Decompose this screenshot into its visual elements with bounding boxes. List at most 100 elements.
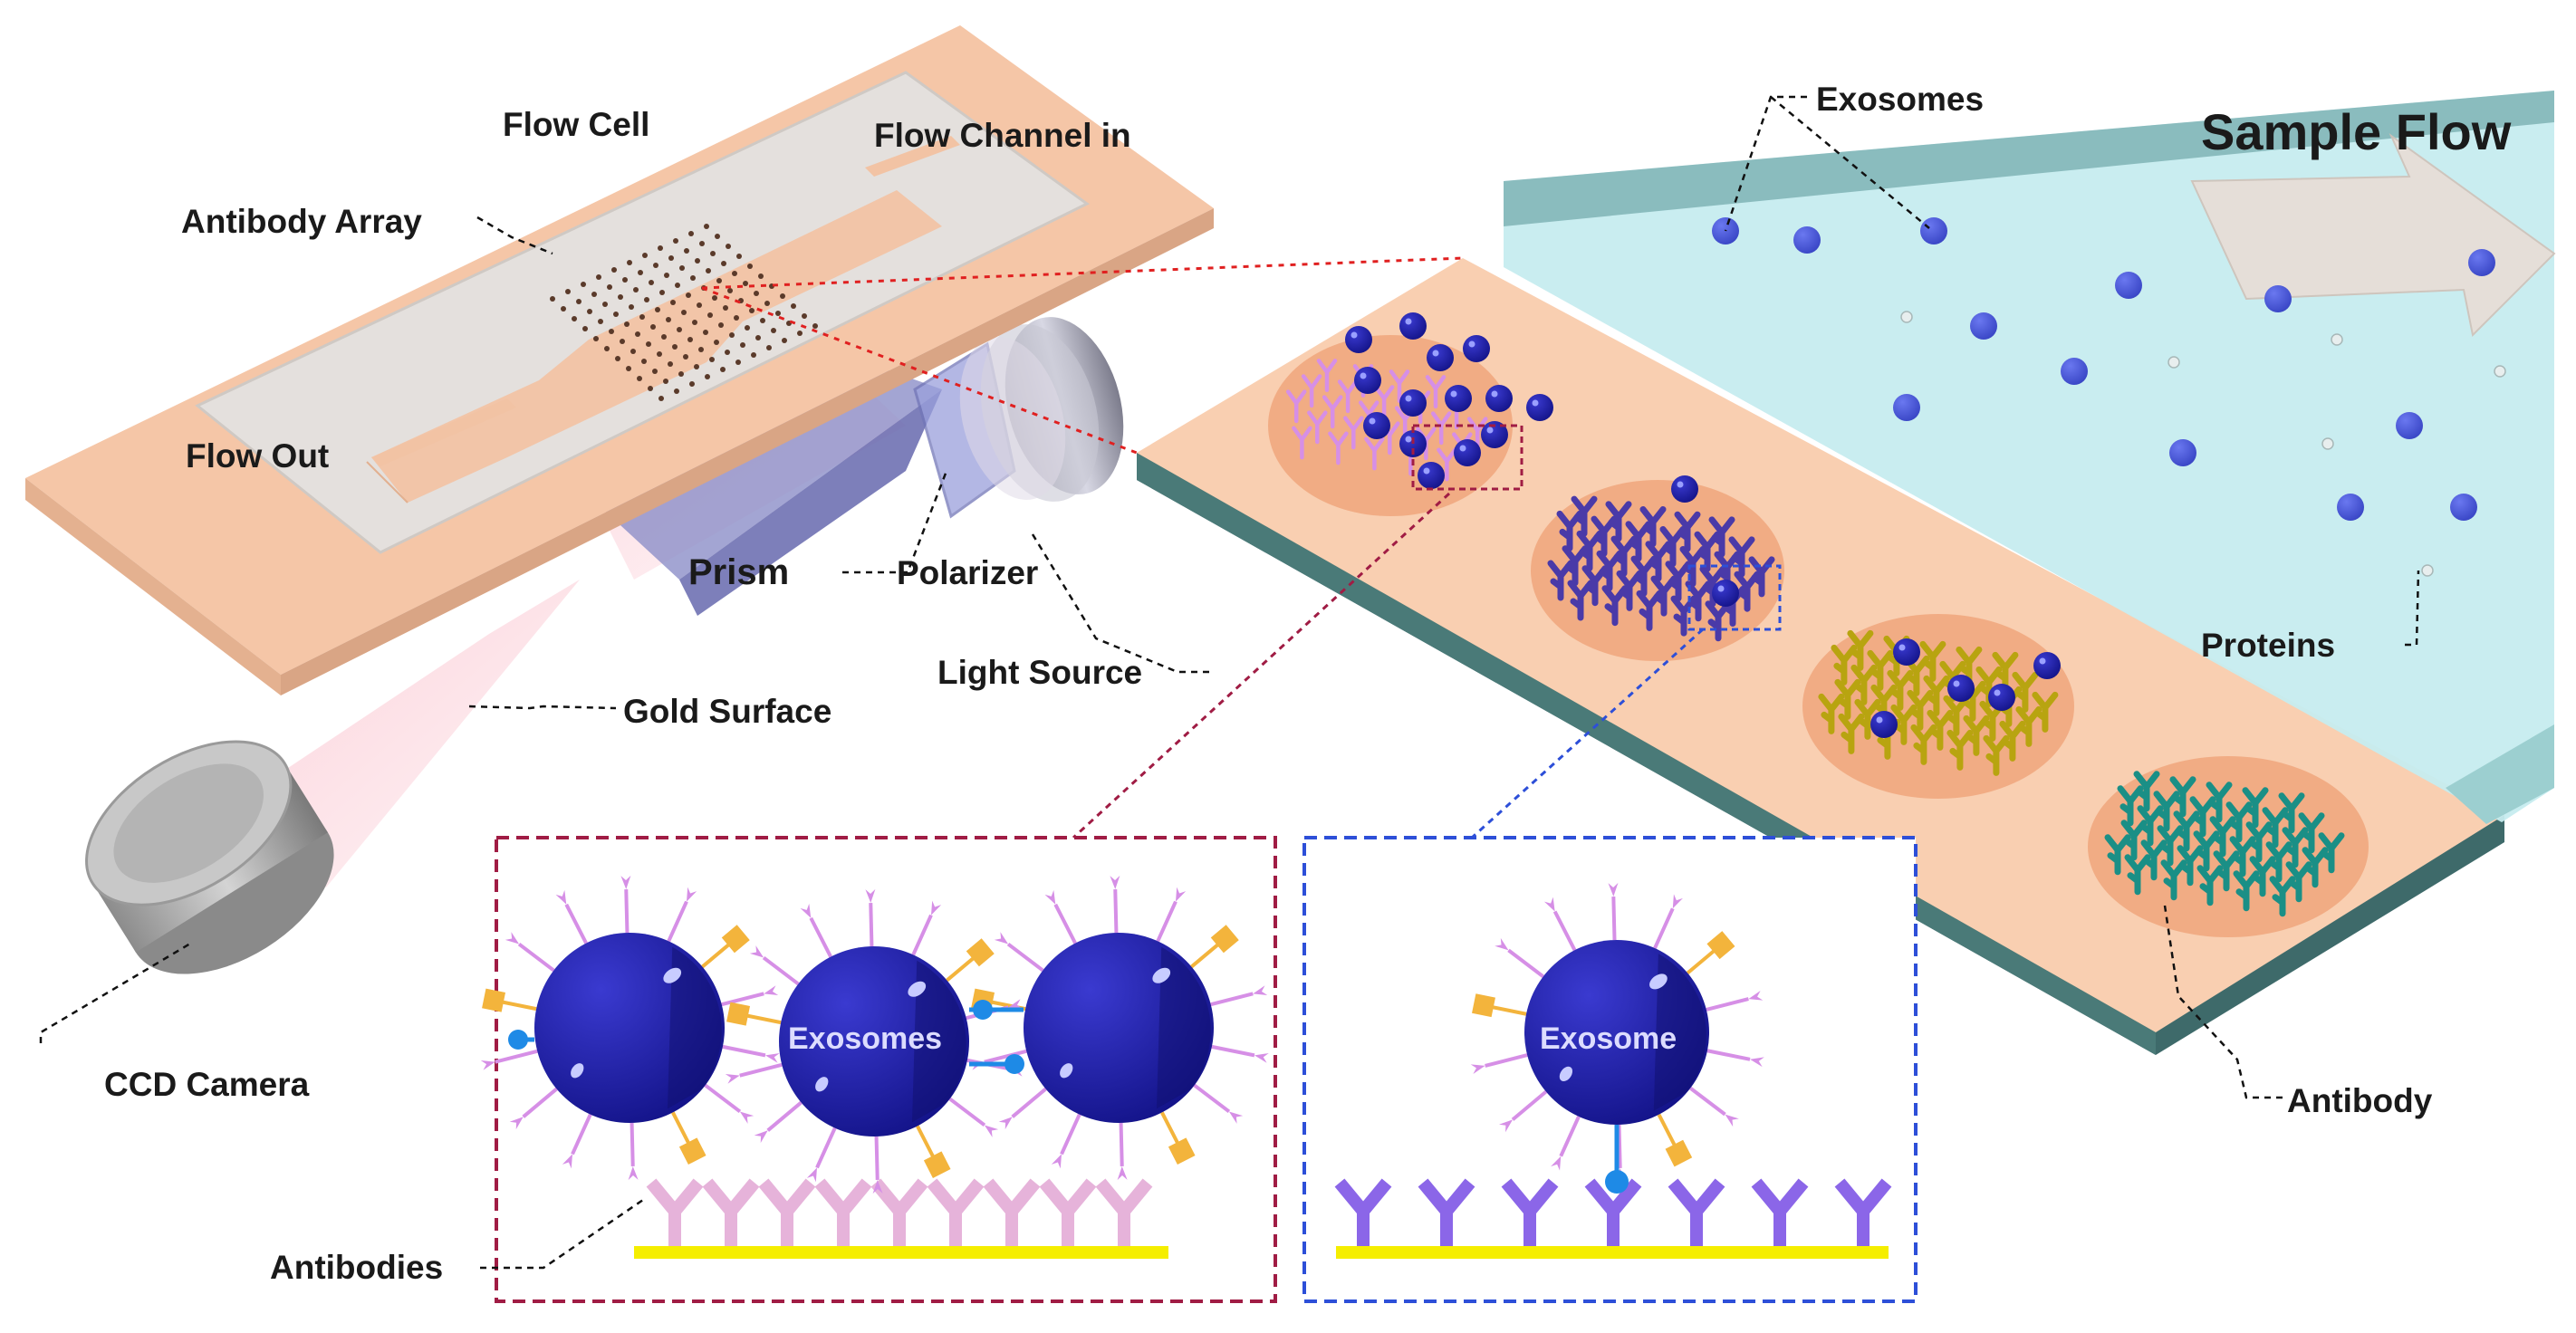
surface-marker [509,1117,524,1130]
array-dot [692,320,697,325]
base-antibody [1095,1178,1153,1246]
array-dot [635,331,640,337]
protein [2494,365,2506,378]
protein [1900,311,1913,323]
array-dot [630,349,636,354]
marker-protein [1706,931,1735,960]
array-dot [646,341,651,347]
surface-marker [806,1167,817,1183]
captured-exosome [1399,312,1427,340]
array-dot [672,344,678,350]
array-dot [754,291,759,296]
array-dot [587,309,592,314]
label-gold-surface: Gold Surface [623,693,831,730]
array-dot [642,253,648,258]
surface-marker [620,875,631,890]
array-dot [664,273,669,278]
surface-marker [764,1053,780,1063]
array-dot [615,356,620,361]
free-exosome [2169,439,2196,466]
array-dot [745,325,750,331]
captured-exosome [1427,344,1454,371]
base-antibody [1834,1178,1892,1246]
captured-exosome [1988,684,2015,711]
array-dot [683,354,688,360]
surface-marker [1495,937,1509,951]
array-dot [802,313,807,319]
flow-channel [371,190,942,503]
array-dot [760,318,765,323]
array-dot [609,329,614,334]
surface-marker [1551,1156,1562,1171]
array-dot [729,332,735,338]
array-dot [674,388,679,394]
ccd-camera [85,740,334,974]
free-exosome [1793,226,1821,254]
array-dot [658,396,664,401]
surface-marker [1228,1111,1244,1124]
array-dot [604,346,610,351]
zoom-box-red [1411,424,1523,491]
array-dot [697,302,702,308]
base-antibody [927,1178,985,1246]
array-dot [698,347,704,352]
captured-exosome [1481,421,1508,448]
array-dot [684,248,689,254]
array-dot [550,296,555,302]
array-dot [650,324,656,330]
array-dot [725,350,730,355]
array-dot [704,224,709,229]
array-dot [743,281,748,286]
array-dot [677,327,682,332]
free-exosome [1970,312,1997,340]
label-antibody-array: Antibody Array [181,203,422,240]
array-dot [618,294,623,300]
array-dot [613,312,619,317]
array-dot [736,254,742,259]
surface-marker [749,945,764,958]
array-dot [681,310,687,315]
array-dot [565,289,571,294]
inset-right-content [1334,882,1892,1259]
label-exosomes-top: Exosomes [1816,81,1984,118]
captured-exosome [1363,412,1390,439]
captured-exosome [1947,675,1975,702]
array-dot [673,238,678,244]
captured-exosome [1463,335,1490,362]
array-dot [602,302,608,307]
captured-exosome [2033,652,2061,679]
base-antibody [1584,1178,1642,1246]
antibody-array-dots [550,224,818,401]
surface-marker [480,1060,495,1070]
marker-protein [966,938,995,967]
array-dot [627,260,632,265]
array-dot [780,293,785,299]
array-dot [735,360,741,365]
marker-protein [1210,925,1239,954]
array-dot [755,335,761,340]
protein [2421,564,2434,577]
array-dot [639,314,645,320]
marker-protein [1472,993,1495,1018]
free-exosome [2450,494,2477,521]
surface-marker [1470,1064,1485,1074]
surface-marker [1110,875,1120,890]
array-dot [649,280,654,285]
array-dot [740,342,745,348]
array-dot [797,331,803,336]
surface-marker [998,1117,1013,1130]
array-dot [720,367,726,372]
protein [2167,356,2180,369]
array-dot [758,273,764,279]
base-antibody [646,1178,704,1246]
array-dot [572,316,577,321]
array-dot [690,275,696,281]
array-dot [659,290,665,295]
base-antibody [1501,1178,1559,1246]
array-dot [652,369,658,374]
light-source [959,317,1124,502]
captured-exosome [1399,389,1427,417]
base-antibody [983,1178,1041,1246]
surface-marker [555,889,567,905]
